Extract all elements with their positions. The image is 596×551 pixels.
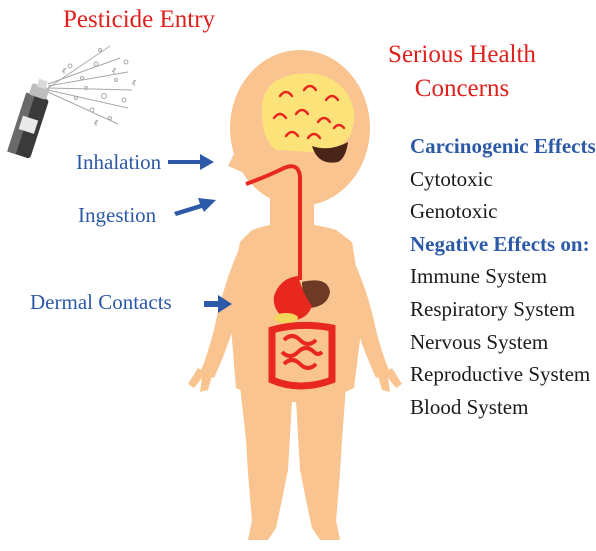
spray-mist-icon — [48, 46, 136, 126]
health-concerns-title-line1: Serious Health — [376, 38, 548, 72]
negative-effect-item: Reproductive System — [410, 358, 596, 391]
negative-effects-heading: Negative Effects on: — [410, 228, 596, 261]
negative-effect-item: Respiratory System — [410, 293, 596, 326]
pesticide-entry-title: Pesticide Entry — [63, 7, 215, 32]
negative-effect-item: Nervous System — [410, 326, 596, 359]
route-ingestion-label: Ingestion — [78, 205, 156, 226]
health-concerns-title-line2: Concerns — [376, 72, 548, 106]
route-inhalation-label: Inhalation — [76, 152, 161, 173]
carcinogenic-item: Cytotoxic — [410, 163, 596, 196]
negative-effect-item: Blood System — [410, 391, 596, 424]
carcinogenic-item: Genotoxic — [410, 195, 596, 228]
negative-effect-item: Immune System — [410, 260, 596, 293]
route-dermal-label: Dermal Contacts — [30, 292, 172, 313]
effects-list: Carcinogenic Effects Cytotoxic Genotoxic… — [410, 130, 596, 423]
health-concerns-title: Serious Health Concerns — [376, 38, 548, 106]
arrow-ingestion-icon — [174, 198, 216, 216]
brain-graphic — [262, 73, 354, 162]
arrow-inhalation-icon — [168, 154, 214, 170]
spray-can-icon — [7, 76, 54, 159]
carcinogenic-heading: Carcinogenic Effects — [410, 130, 596, 163]
